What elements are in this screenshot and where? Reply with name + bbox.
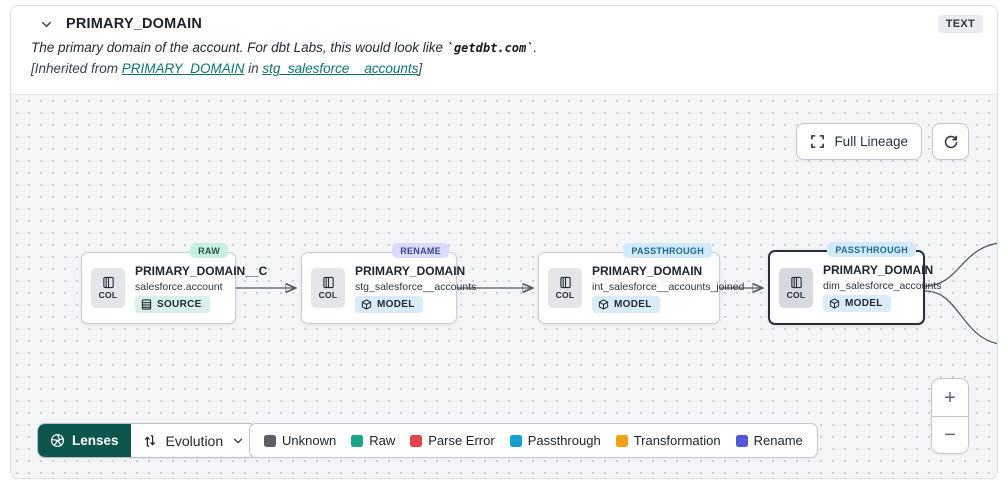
evolution-legend: Unknown Raw Parse Error Passthrough Tran… [249, 423, 818, 458]
resource-pill: MODEL [592, 295, 660, 313]
node-subtitle: dim_salesforce_accounts [823, 280, 942, 292]
column-lineage-panel: PRIMARY_DOMAIN TEXT The primary domain o… [10, 5, 998, 479]
col-chip-label: COL [786, 289, 806, 300]
resource-pill: SOURCE [135, 295, 210, 313]
lineage-node-staging[interactable]: RENAME COL PRIMARY_DOMAIN stg_salesforce… [301, 243, 476, 324]
resource-label: MODEL [377, 298, 415, 310]
legend-label: Raw [369, 433, 396, 448]
zoom-in-button[interactable]: + [932, 379, 968, 416]
evolution-badge: RAW [190, 243, 228, 258]
evolution-badge: PASSTHROUGH [827, 242, 916, 257]
node-title: PRIMARY_DOMAIN__C [135, 263, 268, 278]
resource-pill: MODEL [355, 295, 423, 313]
refresh-button[interactable] [932, 123, 969, 160]
legend-swatch-unknown [264, 434, 276, 447]
lineage-node-intermediate[interactable]: PASSTHROUGH COL PRIMARY_DOMAIN int_sales… [538, 243, 744, 324]
evolution-badge: PASSTHROUGH [623, 243, 712, 258]
legend-item: Passthrough [509, 433, 601, 448]
legend-label: Passthrough [527, 433, 601, 448]
legend-label: Parse Error [428, 433, 495, 448]
column-icon [102, 276, 114, 289]
legend-swatch-passthrough [509, 434, 522, 447]
lineage-node-source[interactable]: RAW COL PRIMARY_DOMAIN__C salesforce.acc… [81, 243, 267, 324]
inherited-middle: in [244, 61, 263, 76]
legend-label: Rename [753, 433, 803, 448]
page-title: PRIMARY_DOMAIN [66, 16, 202, 32]
node-title: PRIMARY_DOMAIN [355, 263, 466, 278]
node-subtitle: salesforce.account [135, 280, 223, 293]
expand-icon [811, 135, 825, 148]
column-icon [790, 276, 802, 288]
resource-pill: MODEL [823, 295, 891, 312]
column-header: PRIMARY_DOMAIN TEXT The primary domain o… [11, 6, 997, 84]
resource-label: SOURCE [157, 298, 202, 310]
legend-item: Transformation [615, 433, 721, 448]
refresh-icon [944, 135, 957, 148]
legend-item: Unknown [264, 433, 336, 448]
legend-item: Rename [735, 433, 803, 448]
description-text: The primary domain of the account. For d… [31, 40, 447, 55]
legend-swatch-transformation [615, 434, 628, 447]
node-body: PRIMARY_DOMAIN dim_salesforce_accounts M… [823, 263, 941, 312]
lineage-canvas[interactable]: Full Lineage RAW COL PRIMARY_DOMAIN__C s… [11, 94, 997, 478]
col-chip-label: COL [318, 290, 338, 300]
column-chip: COL [91, 268, 125, 308]
legend-item: Raw [351, 433, 395, 448]
lenses-button[interactable]: Lenses [38, 424, 131, 457]
legend-swatch-parse-error [410, 434, 423, 447]
full-lineage-label: Full Lineage [834, 134, 908, 149]
legend-label: Transformation [633, 433, 721, 448]
inherited-prefix: [Inherited from [31, 61, 122, 76]
model-icon [361, 298, 372, 310]
lenses-control: Lenses Evolution [37, 423, 258, 458]
column-description: The primary domain of the account. For d… [31, 40, 983, 55]
title-row: PRIMARY_DOMAIN TEXT [31, 15, 983, 33]
zoom-controls: + − [931, 378, 969, 454]
inherited-suffix: ] [418, 61, 423, 76]
full-lineage-button[interactable]: Full Lineage [796, 123, 922, 160]
legend-swatch-raw [351, 434, 364, 447]
inherited-column-link[interactable]: PRIMARY_DOMAIN [121, 61, 245, 76]
resource-label: MODEL [614, 298, 652, 310]
node-body: PRIMARY_DOMAIN__C salesforce.account SOU… [135, 264, 267, 313]
column-icon [322, 276, 334, 289]
node-title: PRIMARY_DOMAIN [823, 263, 934, 277]
resource-label: MODEL [845, 298, 883, 309]
chevron-down-icon [234, 438, 243, 443]
data-type-badge: TEXT [937, 15, 983, 33]
selected-lens-label: Evolution [165, 432, 224, 449]
zoom-out-button[interactable]: − [932, 416, 968, 453]
model-icon [829, 298, 840, 309]
node-body: PRIMARY_DOMAIN int_salesforce__accounts_… [592, 263, 744, 313]
col-chip-label: COL [98, 290, 118, 300]
node-body: PRIMARY_DOMAIN stg_salesforce__accounts … [355, 264, 476, 313]
column-icon [559, 276, 571, 289]
evolution-badge: RENAME [392, 243, 449, 258]
description-period: . [533, 40, 538, 55]
canvas-toolbar: Full Lineage [796, 123, 969, 160]
lens-selector-dropdown[interactable]: Evolution [130, 424, 257, 457]
lenses-label: Lenses [72, 433, 119, 448]
source-icon [141, 298, 152, 310]
node-subtitle: int_salesforce__accounts_joined [592, 280, 745, 293]
aperture-icon [50, 433, 65, 448]
col-chip-label: COL [555, 290, 575, 300]
column-chip: COL [311, 268, 345, 308]
collapse-chevron-icon[interactable] [40, 18, 53, 31]
legend-label: Unknown [282, 433, 337, 448]
inherited-note: [Inherited from PRIMARY_DOMAIN in stg_sa… [31, 61, 983, 76]
column-chip: COL [779, 267, 813, 308]
description-code: `getdbt.com` [446, 41, 534, 55]
legend-item: Parse Error [410, 433, 495, 448]
node-subtitle: stg_salesforce__accounts [355, 280, 477, 293]
legend-swatch-rename [735, 434, 748, 447]
lineage-node-dim-selected[interactable]: PASSTHROUGH COL PRIMARY_DOMAIN dim_sales… [768, 242, 941, 325]
node-title: PRIMARY_DOMAIN [592, 263, 703, 278]
model-icon [598, 298, 609, 310]
inherited-model-link[interactable]: stg_salesforce__accounts [262, 61, 419, 76]
column-chip: COL [548, 268, 582, 308]
evolution-icon [144, 434, 155, 447]
